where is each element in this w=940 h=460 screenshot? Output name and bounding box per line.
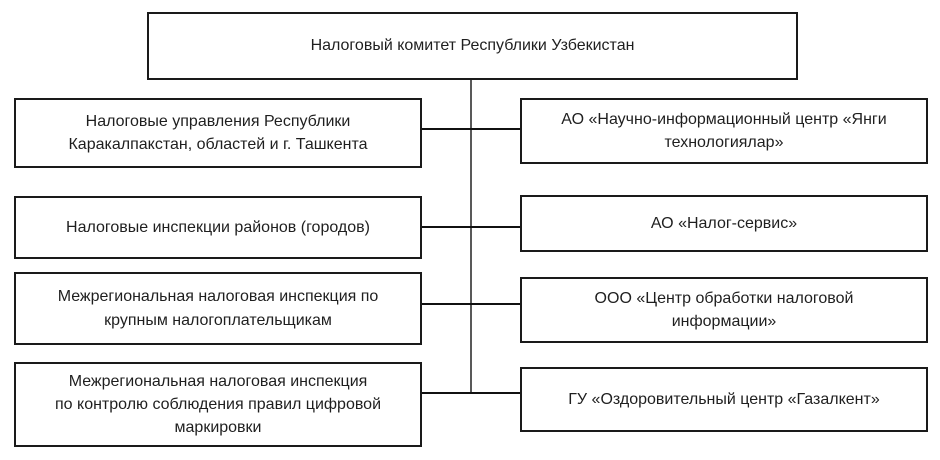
org-box-label: ГУ «Оздоровительный центр «Газалкент»	[568, 390, 880, 408]
org-box-nalog-service: АО «Налог-сервис»	[520, 195, 928, 252]
org-box-district-tax-inspections: Налоговые инспекции районов (городов)	[14, 196, 422, 259]
connector-row-4	[422, 392, 520, 394]
connector-row-1	[422, 128, 520, 130]
connector-vertical-trunk	[470, 80, 472, 394]
org-box-gazalkent-health-center: ГУ «Оздоровительный центр «Газалкент»	[520, 367, 928, 432]
org-box-label: АО «Налог-сервис»	[650, 214, 798, 232]
connector-row-2	[422, 226, 520, 228]
org-box-root-label: Налоговый комитет Республики Узбекистан	[310, 37, 635, 55]
org-box-regional-tax-departments: Налоговые управления Республики Каракалп…	[14, 98, 422, 168]
org-box-label: Налоговые инспекции районов (городов)	[66, 218, 370, 236]
org-box-digital-marking-inspection: Межрегиональная налоговая инспекция по к…	[14, 362, 422, 447]
org-box-yangi-technologiyalar-center: АО «Научно-информационный центр «Янги те…	[520, 98, 928, 164]
org-box-tax-info-processing-center: ООО «Центр обработки налоговой информаци…	[520, 277, 928, 343]
org-box-label: Межрегиональная налоговая инспекция по к…	[57, 288, 379, 329]
connector-row-3	[422, 303, 520, 305]
org-box-large-taxpayers-inspection: Межрегиональная налоговая инспекция по к…	[14, 272, 422, 345]
org-box-label: АО «Научно-информационный центр «Янги те…	[561, 110, 887, 151]
org-box-label: ООО «Центр обработки налоговой информаци…	[594, 289, 854, 330]
org-box-label: Межрегиональная налоговая инспекция по к…	[55, 372, 381, 437]
org-box-label: Налоговые управления Республики Каракалп…	[68, 112, 368, 153]
org-box-root: Налоговый комитет Республики Узбекистан	[147, 12, 798, 80]
